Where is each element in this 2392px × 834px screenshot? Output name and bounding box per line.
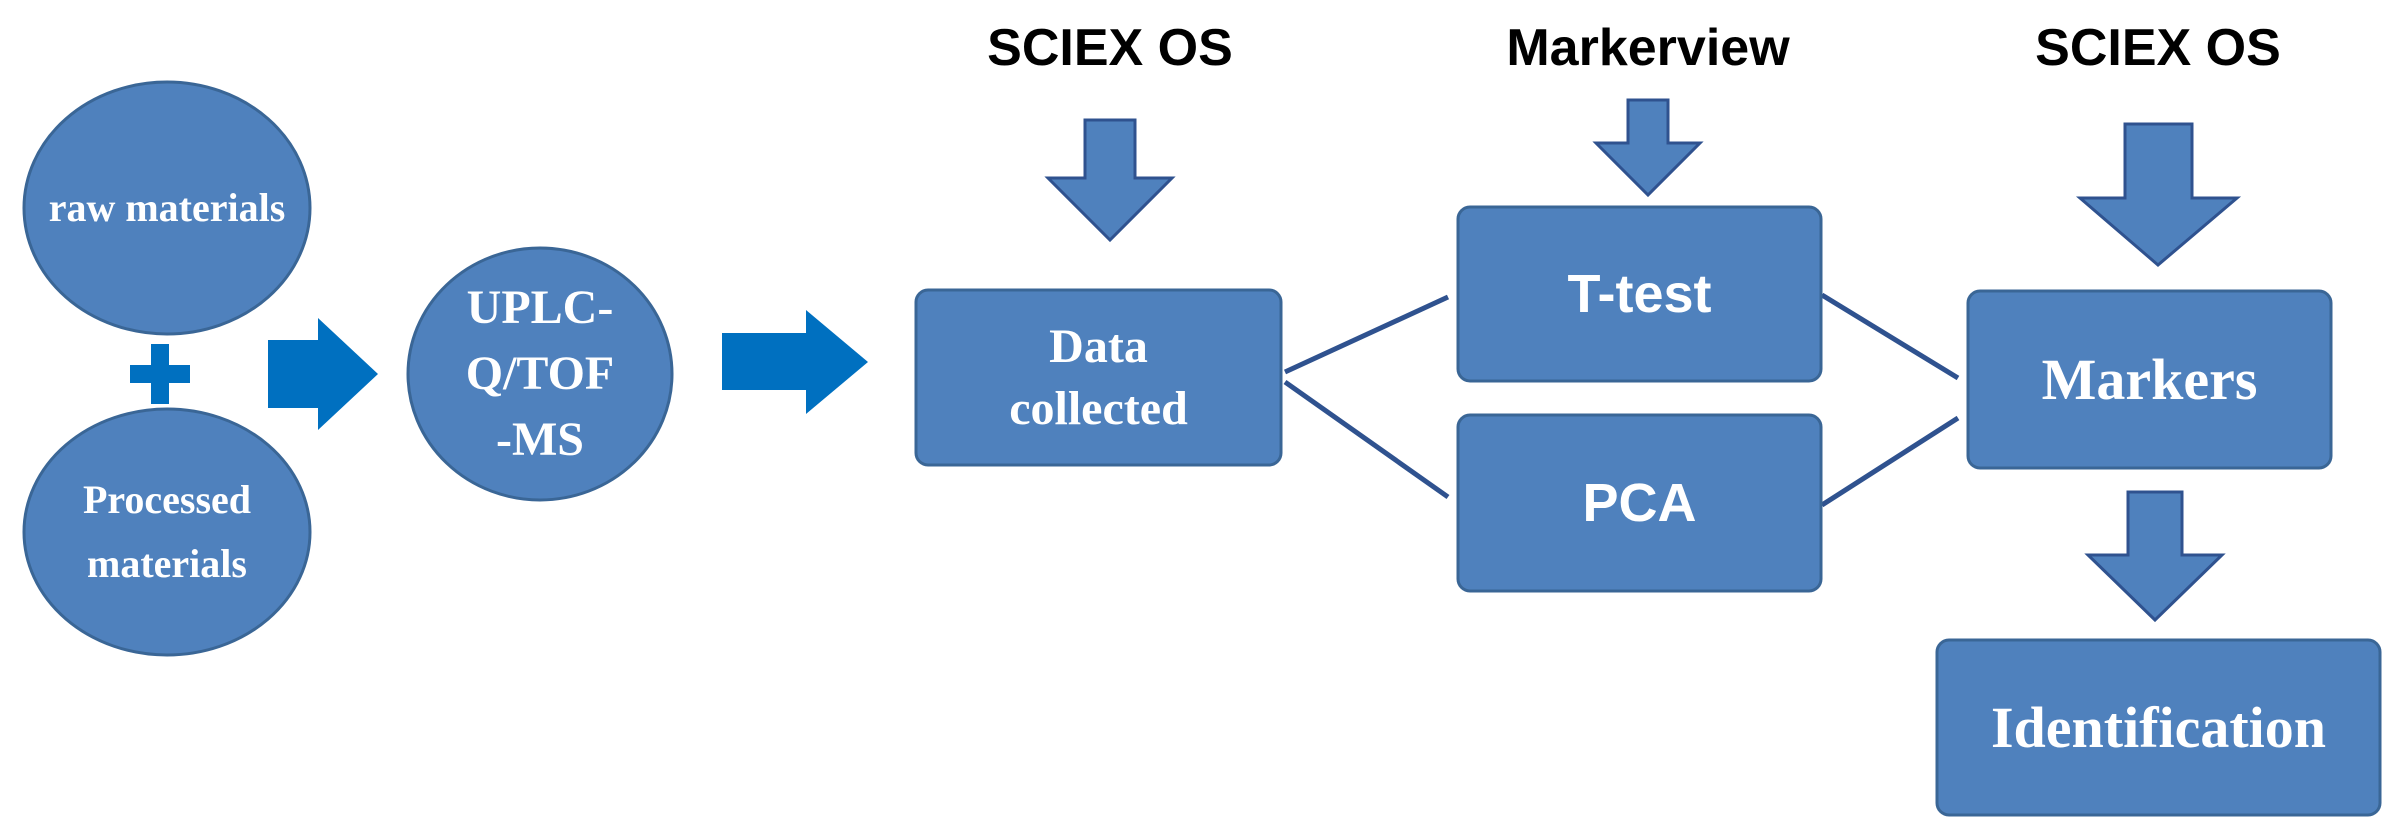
arrow-right-icon [268, 318, 378, 430]
connector-data-to-ttest [1283, 294, 1450, 375]
arrow-down-icon [1044, 118, 1176, 243]
t-test-box [1456, 205, 1823, 383]
arrow-down-icon [2075, 122, 2242, 267]
arrow-down-icon [1592, 98, 1704, 198]
data-collected-box [914, 288, 1283, 467]
markers-box [1966, 289, 2333, 470]
sciex-os-label-left: SCIEX OS [987, 19, 1233, 77]
pca-box [1456, 413, 1823, 593]
sciex-os-label-right: SCIEX OS [2035, 19, 2281, 77]
uplc-qtof-ms-node [406, 246, 674, 502]
markerview-label: Markerview [1506, 19, 1790, 77]
connector-pca-to-markers [1820, 415, 1960, 508]
plus-icon [130, 344, 190, 404]
connector-ttest-to-markers [1820, 292, 1960, 381]
processed-materials-node [22, 407, 312, 657]
raw-materials-node [22, 80, 312, 336]
connector-data-to-pca [1283, 379, 1450, 500]
arrow-right-icon [722, 310, 868, 414]
arrow-down-icon [2084, 490, 2226, 623]
identification-box [1935, 638, 2382, 817]
